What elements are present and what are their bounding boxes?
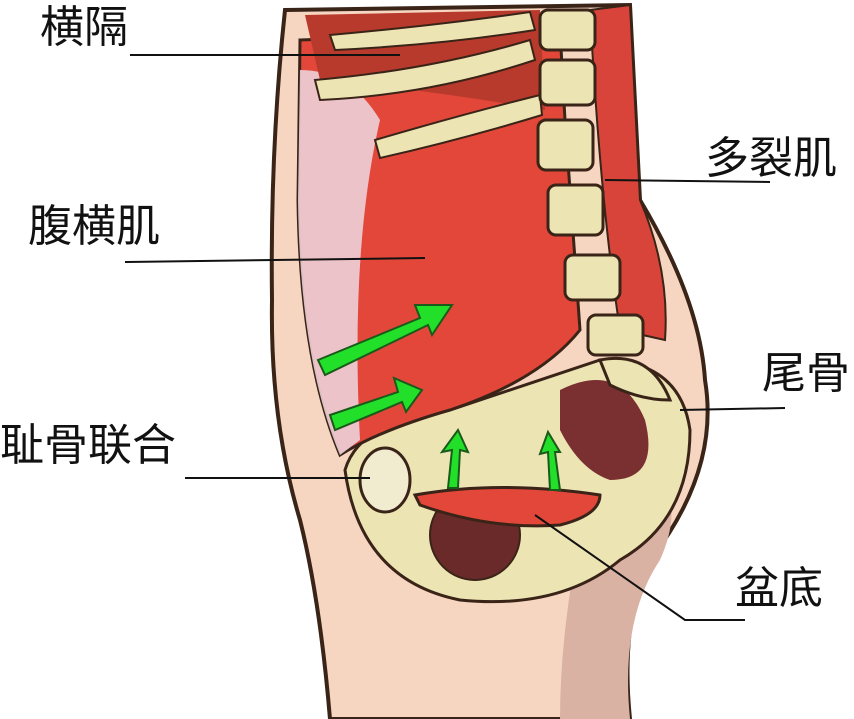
- label-pelvic-floor: 盆底: [735, 563, 823, 614]
- label-pubic-symphysis: 耻骨联合: [0, 420, 176, 471]
- label-coccyx: 尾骨: [762, 348, 850, 399]
- label-multifidus: 多裂肌: [705, 133, 837, 184]
- sacral-cavity: [560, 380, 649, 480]
- pubic-bone: [358, 446, 412, 514]
- rib-1: [328, 10, 537, 52]
- arrow-icon: [328, 376, 424, 432]
- pelvic-floor-muscle: [412, 486, 602, 528]
- leader-lines: [124, 54, 786, 621]
- rib-3: [373, 93, 544, 160]
- arrow-icon: [316, 304, 454, 377]
- spine: [536, 8, 673, 402]
- arrow-icons: [316, 304, 562, 491]
- arrow-icon: [439, 428, 470, 489]
- rib-2: [313, 38, 537, 102]
- label-transversus-abdominis: 腹横肌: [28, 201, 160, 252]
- arrow-icon: [538, 429, 562, 491]
- label-diaphragm: 横隔: [40, 2, 128, 53]
